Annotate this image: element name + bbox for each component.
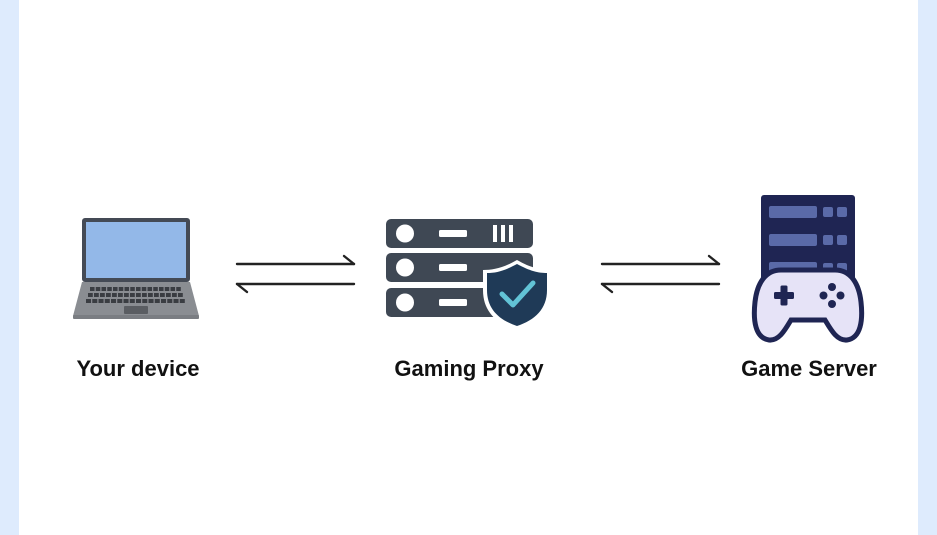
device-proxy-arrows xyxy=(235,254,356,294)
right-side-band xyxy=(918,0,937,535)
proxy-server-arrows xyxy=(600,254,721,294)
server-shield-icon xyxy=(386,219,551,330)
laptop-icon xyxy=(73,218,199,319)
label-your-device: Your device xyxy=(76,356,200,381)
label-gaming-proxy: Gaming Proxy xyxy=(394,356,544,381)
left-side-band xyxy=(0,0,19,535)
label-game-server: Game Server xyxy=(741,356,877,381)
game-server-icon xyxy=(751,195,865,343)
